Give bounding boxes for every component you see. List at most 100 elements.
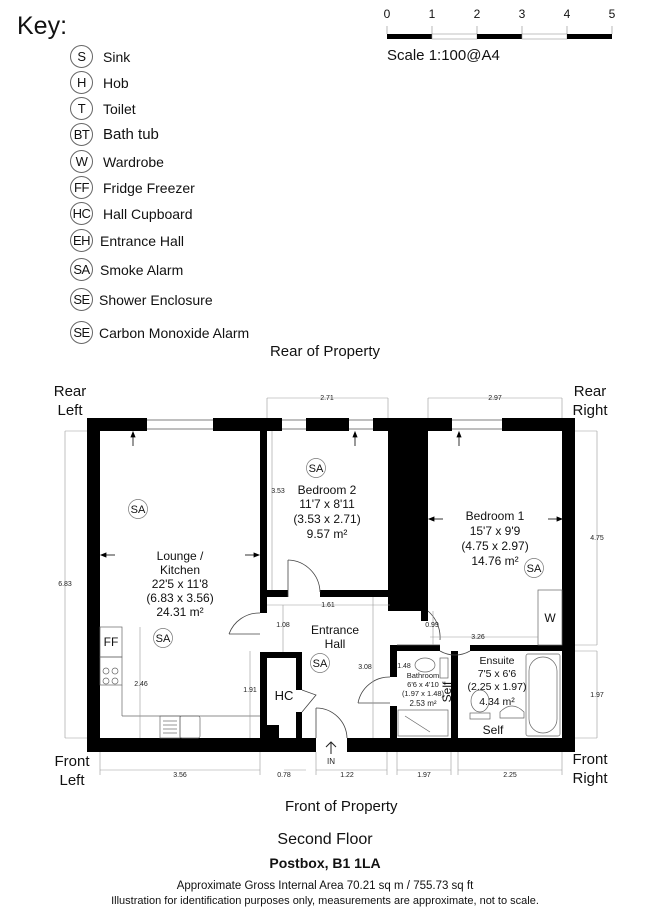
toilet-icon: T [70, 97, 93, 120]
room-name: Kitchen [160, 563, 200, 577]
scale-tick: 0 [383, 7, 391, 21]
gross-internal-area: Approximate Gross Internal Area 70.21 sq… [176, 880, 474, 892]
room-name: Ensuite [479, 655, 514, 667]
room-imperial: 6'6 x 4'10 [407, 680, 439, 689]
hall-cupboard-icon: HC [70, 202, 93, 225]
rear-of-property-label: Rear of Property [269, 343, 381, 360]
ensuite-self-label: Self [483, 723, 504, 737]
scale-tick: 3 [518, 7, 526, 21]
smoke-alarm-icon: SA [131, 504, 146, 516]
dim-top-bed1: 2.97 [488, 395, 502, 402]
scale-tick: 2 [473, 7, 481, 21]
dimension-labels: 2.71 2.97 6.83 4.75 1.97 3.53 1.61 1.08 … [58, 395, 604, 779]
property-address: Postbox, B1 1LA [269, 855, 381, 871]
key-label: Hob [103, 74, 129, 91]
dim-hall-width: 1.61 [321, 602, 335, 609]
key-label: Wardrobe [103, 153, 164, 170]
toilet-fixture [414, 657, 436, 673]
room-metric: (3.53 x 2.71) [293, 512, 360, 526]
key-item-wardrobe: W Wardrobe [70, 150, 164, 173]
fridge-freezer-icon: FF [70, 176, 93, 199]
shower-enclosure-icon: SE [70, 288, 93, 311]
smoke-alarm-icon: SA [156, 633, 171, 645]
hob-unit [99, 656, 123, 686]
room-name: Entrance [311, 623, 359, 637]
bath-tub-fixture [525, 653, 561, 737]
wardrobe-label: W [544, 611, 556, 625]
room-ensuite: Ensuite 7'5 x 6'6 (2.25 x 1.97) 4.34 m² [468, 655, 527, 708]
key-item-smoke-alarm: SA Smoke Alarm [70, 258, 183, 281]
room-metric: (6.83 x 3.56) [146, 591, 213, 605]
entrance-in-label: IN [327, 757, 335, 766]
key-label: Bath tub [103, 126, 159, 143]
fridge-freezer-label: FF [104, 635, 119, 649]
room-area: 4.34 m² [479, 696, 515, 708]
room-metric: (2.25 x 1.97) [468, 681, 527, 693]
dim-left-total: 6.83 [58, 581, 72, 588]
room-bedroom-1: Bedroom 1 15'7 x 9'9 (4.75 x 2.97) 14.76… [461, 509, 528, 568]
dim-hall-depth: 1.08 [276, 622, 290, 629]
key-item-shower-enclosure: SE Shower Enclosure [70, 288, 213, 311]
windows [147, 419, 502, 430]
room-imperial: 22'5 x 11'8 [152, 577, 209, 591]
walls [87, 418, 575, 752]
dim-hall-height: 3.08 [358, 664, 372, 671]
room-area: 9.57 m² [307, 527, 348, 541]
room-imperial: 7'5 x 6'6 [478, 668, 517, 680]
room-metric: (1.97 x 1.48) [402, 689, 445, 698]
scale-ticks: 0 1 2 3 4 5 [378, 7, 618, 21]
entrance-hall-icon: EH [70, 229, 93, 252]
front-of-property-label: Front of Property [285, 798, 398, 815]
bathtub-icon: BT [70, 123, 93, 146]
wardrobe-icon: W [70, 150, 93, 173]
sink-icon: S [70, 45, 93, 68]
room-area: 14.76 m² [471, 554, 518, 568]
disclaimer: Illustration for identification purposes… [111, 895, 539, 907]
key-label: Carbon Monoxide Alarm [99, 324, 250, 341]
key-item-hall-cupboard: HC Hall Cupboard [70, 202, 193, 225]
room-name: Lounge / [157, 549, 204, 563]
scale-tick: 5 [608, 7, 616, 21]
key-label: Shower Enclosure [99, 291, 213, 308]
label-line: Left [59, 772, 85, 789]
label-line: Right [572, 770, 608, 787]
arrows [99, 430, 564, 558]
scale-tick: 1 [428, 7, 436, 21]
key-title: Key: [17, 12, 68, 40]
room-imperial: 15'7 x 9'9 [470, 524, 521, 538]
room-name: Bedroom 1 [466, 509, 525, 523]
room-bedroom-2: Bedroom 2 11'7 x 8'11 (3.53 x 2.71) 9.57… [293, 483, 360, 541]
label-line: Right [572, 402, 608, 419]
label-line: Front [572, 751, 608, 768]
dim-cupboard: 1.91 [243, 687, 257, 694]
room-imperial: 11'7 x 8'11 [299, 497, 355, 511]
dim-bottom-lounge: 3.56 [173, 772, 187, 779]
room-bathroom: Bathroom 6'6 x 4'10 (1.97 x 1.48) 2.53 m… [402, 671, 445, 708]
key-label: Smoke Alarm [100, 261, 184, 278]
dim-bed1-door: 0.99 [425, 622, 439, 629]
hall-cupboard-label: HC [275, 688, 294, 703]
room-entrance-hall: Entrance Hall [311, 623, 359, 651]
doors [228, 559, 471, 739]
hob-icon: H [70, 71, 93, 94]
scale-tick: 4 [563, 7, 571, 21]
label-line: Rear [573, 383, 607, 400]
dim-kitchen-run: 2.46 [134, 681, 148, 688]
dim-bottom-hall: 1.22 [340, 772, 354, 779]
smoke-alarm-icon: SA [70, 258, 93, 281]
fixtures [99, 589, 563, 739]
dim-bed2-height: 3.53 [271, 488, 285, 495]
smoke-alarms: SA SA SA SA SA [128, 458, 544, 673]
dim-bath-small: 1.48 [397, 663, 411, 670]
dimension-lines [64, 397, 598, 775]
dim-bottom-ensuite: 2.25 [503, 772, 517, 779]
key-label: Hall Cupboard [103, 205, 193, 222]
